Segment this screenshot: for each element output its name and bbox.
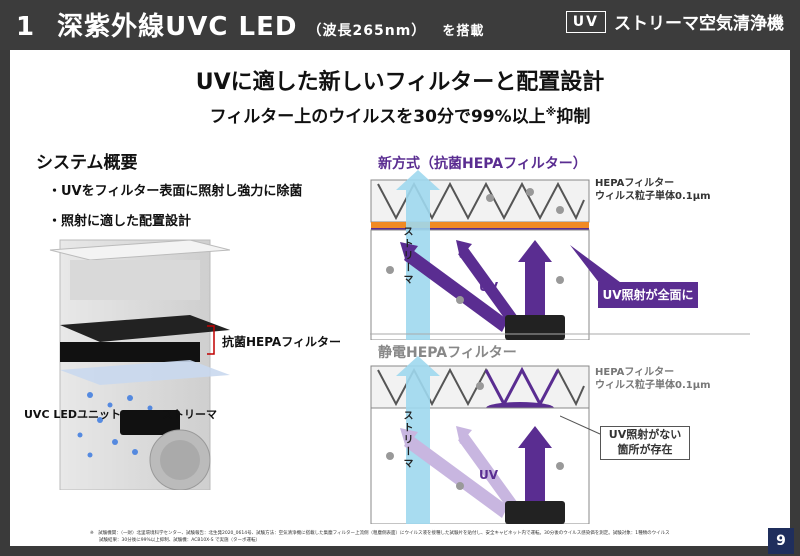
title-tag: を搭載 (442, 24, 485, 39)
old-method-callout: UV照射がない 箇所が存在 (600, 426, 690, 460)
header-bar: 1 深紫外線UVC LED （波長265nm） を搭載 UV ストリーマ空気清浄… (0, 0, 800, 50)
new-hepa-label: HEPAフィルター ウィルス粒子単体0.1μm (595, 177, 711, 203)
new-streamer-label: ストリーマ (401, 226, 412, 286)
new-hepa-line-2: ウィルス粒子単体0.1μm (595, 191, 711, 202)
new-uv-label: UV (479, 280, 499, 294)
content-panel: UVに適した新しいフィルターと配置設計 フィルター上のウイルスを30分で99%以… (10, 50, 790, 546)
subline-mark: ※ (545, 105, 557, 119)
old-hepa-label: HEPAフィルター ウィルス粒子単体0.1μm (595, 366, 711, 392)
section-divider (370, 333, 750, 335)
subline-end: 抑制 (556, 107, 591, 127)
new-method-diagram (370, 170, 590, 340)
system-bullet-2: ・照射に適した配置設計 (48, 214, 192, 229)
old-callout-pointer (560, 415, 601, 435)
old-hepa-line-2: ウィルス粒子単体0.1μm (595, 380, 711, 391)
old-method-diagram (370, 356, 590, 524)
brand-box: UV (565, 10, 606, 33)
brand-label: UV ストリーマ空気清浄機 (565, 9, 784, 34)
air-purifier-illustration (49, 239, 230, 490)
footnote-line-2: 試験結果：30分後に99%以上抑制、試験機：ACB10X-S で実施（ターボ運転… (90, 538, 260, 543)
footnote-line-1: ※ 試験機関：（一財）北里環境科学センター、試験報告：北生発2020_0614号… (90, 531, 670, 536)
system-title: システム概要 (36, 153, 138, 173)
new-hepa-line-1: HEPAフィルター (595, 178, 675, 189)
old-streamer-label: ストリーマ (401, 410, 412, 470)
brand-text: ストリーマ空気清浄機 (614, 14, 784, 34)
filter-bracket (207, 325, 215, 355)
new-method-callout: UV照射が全面に (598, 282, 698, 308)
label-antibacterial-hepa: 抗菌HEPAフィルター (222, 335, 341, 349)
label-streamer: ストリーマ (162, 408, 217, 421)
label-uvc-led-unit: UVC LEDユニット (24, 408, 122, 421)
subline: フィルター上のウイルスを30分で99%以上※抑制 (10, 102, 790, 127)
system-bullet-1: ・UVをフィルター表面に照射し強力に除菌 (48, 184, 303, 199)
new-method-title: 新方式（抗菌HEPAフィルター） (378, 156, 587, 172)
subline-main: フィルター上のウイルスを30分で99%以上 (209, 107, 546, 127)
old-method-title: 静電HEPAフィルター (378, 345, 517, 361)
title-main: 深紫外線UVC LED (57, 12, 298, 42)
headline: UVに適した新しいフィルターと配置設計 (195, 70, 605, 95)
title-sub: （波長265nm） (307, 23, 427, 39)
title-number: 1 (16, 12, 36, 42)
page-number: 9 (768, 528, 794, 554)
slide-title: 1 深紫外線UVC LED （波長265nm） を搭載 (16, 6, 484, 43)
old-callout-line-2: 箇所が存在 (617, 443, 673, 456)
footnote: ※ 試験機関：（一財）北里環境科学センター、試験報告：北生発2020_0614号… (90, 530, 690, 544)
old-hepa-line-1: HEPAフィルター (595, 367, 675, 378)
old-callout-line-1: UV照射がない (608, 428, 682, 441)
old-uv-label: UV (479, 468, 499, 482)
